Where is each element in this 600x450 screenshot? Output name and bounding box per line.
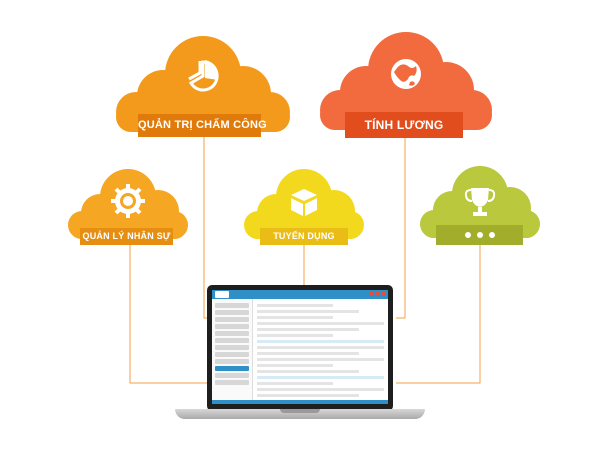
globe-icon (391, 59, 421, 89)
box-icon (291, 189, 317, 216)
app-statusbar (212, 400, 388, 404)
laptop-notch (280, 409, 320, 413)
cloud-label-more (436, 225, 523, 245)
app-main (253, 299, 388, 404)
connector-tinh-luong (396, 138, 406, 319)
trophy-icon (464, 188, 496, 216)
window-controls (369, 292, 385, 296)
label-text: TÍNH LƯƠNG (364, 118, 444, 132)
laptop (175, 285, 425, 425)
pie-chart-icon (188, 60, 219, 92)
cloud-label-quan-ly-nhan-su: QUẢN LÝ NHÂN SỰ (80, 228, 173, 245)
laptop-screen-bezel (207, 285, 393, 411)
laptop-screen (212, 290, 388, 404)
label-text: TUYỂN DỤNG (273, 231, 335, 241)
cloud-label-tuyen-dung: TUYỂN DỤNG (260, 228, 348, 245)
app-logo (215, 291, 229, 298)
cloud-label-quan-tri-cham-cong: QUẢN TRỊ CHẤM CÔNG (138, 114, 267, 137)
cloud-label-tinh-luong: TÍNH LƯƠNG (345, 112, 463, 138)
app-body (212, 299, 388, 404)
label-text: QUẢN LÝ NHÂN SỰ (82, 231, 171, 241)
app-sidebar (212, 299, 253, 404)
laptop-base (175, 409, 425, 419)
label-text: QUẢN TRỊ CHẤM CÔNG (138, 119, 267, 131)
more-dots-icon (436, 225, 523, 245)
app-titlebar (212, 290, 388, 299)
connector-more (396, 245, 481, 384)
connector-quan-ly-nhan-su (129, 245, 212, 384)
gear-icon (111, 184, 145, 218)
